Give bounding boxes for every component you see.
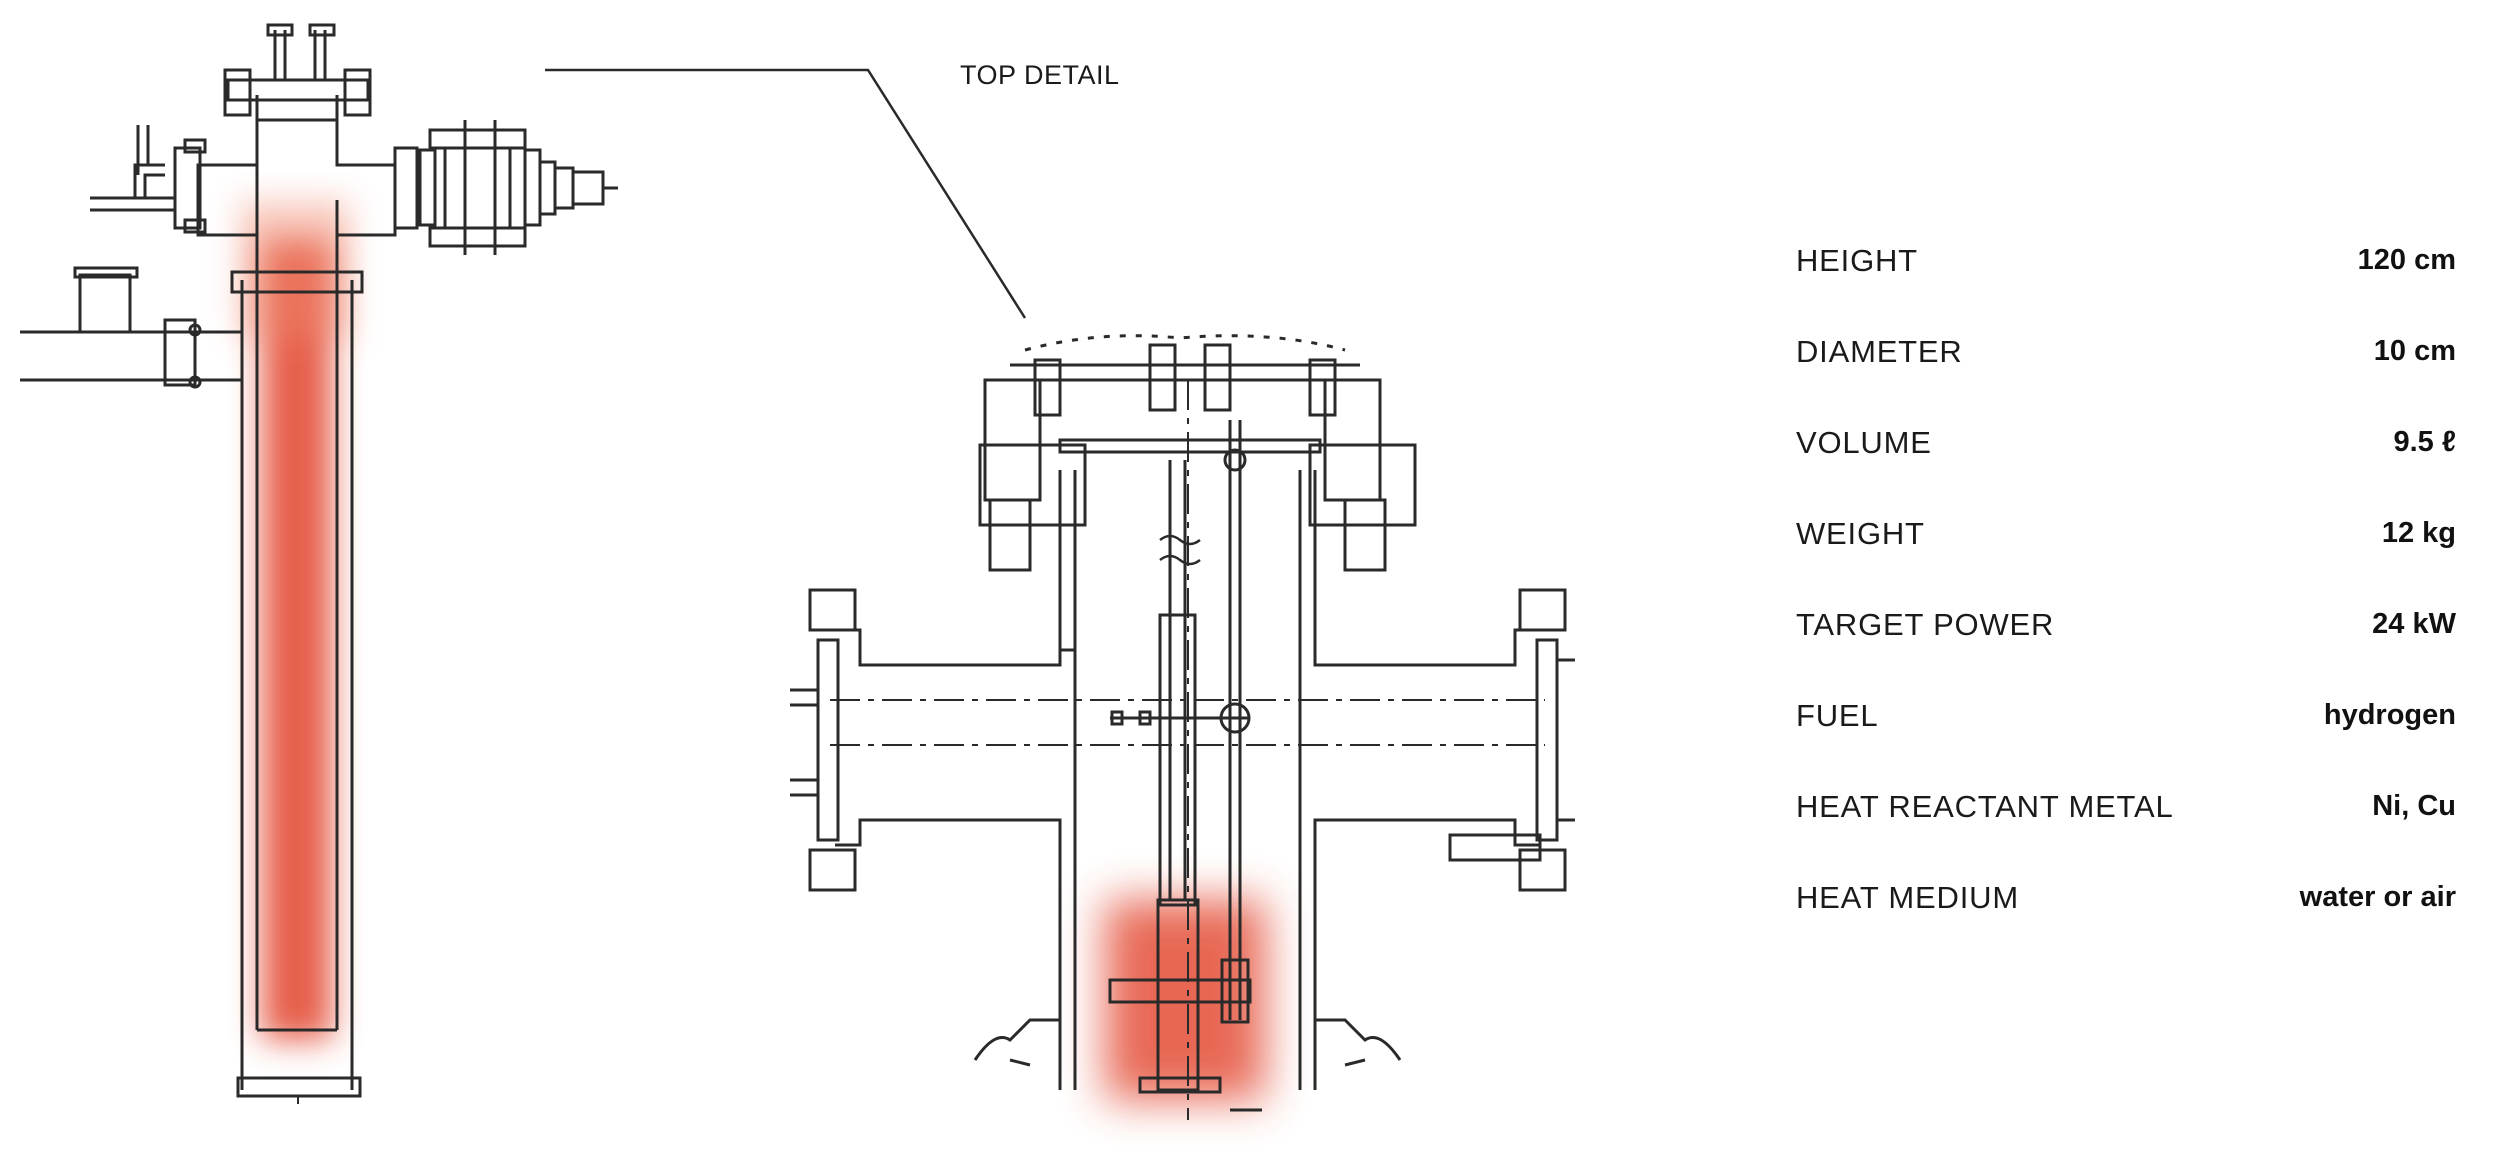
spec-value: 120 cm xyxy=(2357,244,2456,276)
spec-table: HEIGHT 120 cm DIAMETER 10 cm VOLUME 9.5 … xyxy=(1796,215,2456,943)
spec-value: Ni, Cu xyxy=(2372,790,2456,822)
spec-label: HEAT REACTANT METAL xyxy=(1796,788,2174,824)
spec-row-volume: VOLUME 9.5 ℓ xyxy=(1796,397,2456,488)
spec-value: hydrogen xyxy=(2323,699,2456,731)
heat-glow-main xyxy=(262,240,332,1040)
spec-label: VOLUME xyxy=(1796,424,1932,460)
spec-label: DIAMETER xyxy=(1796,333,1963,369)
spec-value: water or air xyxy=(2299,881,2456,913)
top-detail-view xyxy=(790,334,1575,1120)
spec-label: FUEL xyxy=(1796,697,1879,733)
reactor-elevation-view xyxy=(20,23,618,1104)
spec-value: 24 kW xyxy=(2372,608,2456,640)
top-detail-label: TOP DETAIL xyxy=(960,60,1120,90)
spec-value: 12 kg xyxy=(2381,517,2456,549)
spec-label: HEIGHT xyxy=(1796,242,1918,278)
spec-row-heat-medium: HEAT MEDIUM water or air xyxy=(1796,852,2456,943)
heat-glow-detail xyxy=(1105,900,1265,1100)
detail-leader-line xyxy=(545,68,1027,319)
spec-label: HEAT MEDIUM xyxy=(1796,879,2019,915)
spec-row-height: HEIGHT 120 cm xyxy=(1796,215,2456,306)
spec-label: TARGET POWER xyxy=(1796,606,2055,642)
spec-row-heat-reactant-metal: HEAT REACTANT METAL Ni, Cu xyxy=(1796,761,2456,852)
spec-row-diameter: DIAMETER 10 cm xyxy=(1796,306,2456,397)
reactor-technical-drawing xyxy=(20,23,1575,1120)
spec-value: 9.5 ℓ xyxy=(2393,426,2456,458)
spec-value: 10 cm xyxy=(2373,335,2456,367)
spec-row-target-power: TARGET POWER 24 kW xyxy=(1796,579,2456,670)
spec-row-weight: WEIGHT 12 kg xyxy=(1796,488,2456,579)
spec-label: WEIGHT xyxy=(1796,515,1925,551)
spec-row-fuel: FUEL hydrogen xyxy=(1796,670,2456,761)
